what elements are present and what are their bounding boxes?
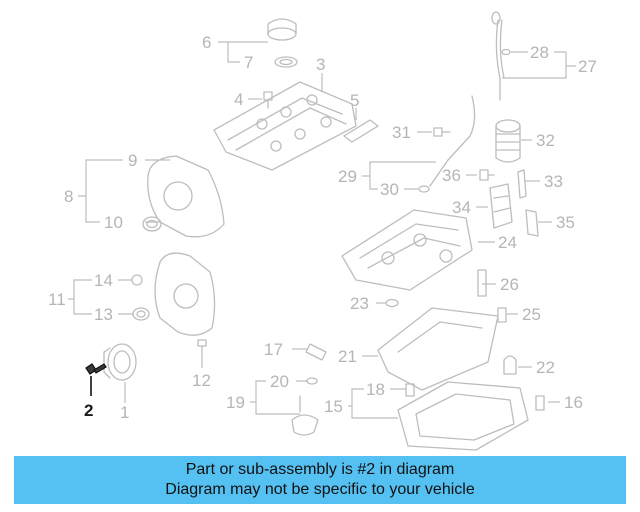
callout-20: 20 xyxy=(270,372,289,391)
leader-lines xyxy=(68,41,576,419)
callout-3: 3 xyxy=(316,55,325,74)
callout-32: 32 xyxy=(536,131,555,150)
callout-18: 18 xyxy=(366,380,385,399)
callout-11: 11 xyxy=(48,290,66,309)
callout-10: 10 xyxy=(104,213,123,232)
callout-7: 7 xyxy=(244,53,253,72)
callout-2: 2 xyxy=(84,401,93,420)
callout-31: 31 xyxy=(392,123,411,142)
callout-6: 6 xyxy=(202,33,211,52)
callout-15: 15 xyxy=(324,397,343,416)
callout-27: 27 xyxy=(578,57,597,76)
callout-13: 13 xyxy=(94,305,113,324)
callout-17: 17 xyxy=(264,340,283,359)
callout-29: 29 xyxy=(338,167,357,186)
callout-1: 1 xyxy=(120,403,129,422)
callout-9: 9 xyxy=(128,151,137,170)
callout-4: 4 xyxy=(234,90,243,109)
callout-36: 36 xyxy=(442,166,461,185)
callout-23: 23 xyxy=(350,294,369,313)
callout-14: 14 xyxy=(94,271,113,290)
callout-21: 21 xyxy=(338,347,357,366)
callout-26: 26 xyxy=(500,275,519,294)
callout-34: 34 xyxy=(452,198,471,217)
callout-30: 30 xyxy=(380,180,399,199)
callout-5: 5 xyxy=(350,91,359,110)
callout-33: 33 xyxy=(544,172,563,191)
banner-line-part: Part or sub-assembly is #2 in diagram xyxy=(185,461,455,478)
callout-8: 8 xyxy=(64,187,73,206)
parts-diagram: 6 7 3 4 5 9 8 10 14 11 13 12 2 1 28 27 3… xyxy=(48,11,597,451)
component-drawings xyxy=(103,11,545,451)
callout-22: 22 xyxy=(536,358,555,377)
callout-19: 19 xyxy=(226,393,245,412)
callout-24: 24 xyxy=(498,233,517,252)
highlighted-part-bolt[interactable] xyxy=(85,363,107,396)
callout-25: 25 xyxy=(522,305,541,324)
callout-28: 28 xyxy=(530,43,549,62)
callout-35: 35 xyxy=(556,213,575,232)
callout-12: 12 xyxy=(192,371,211,390)
callout-16: 16 xyxy=(564,393,583,412)
banner-line-disclaimer: Diagram may not be specific to your vehi… xyxy=(165,481,475,498)
info-banner: Part or sub-assembly is #2 in diagram Di… xyxy=(14,456,626,504)
callout-labels: 6 7 3 4 5 9 8 10 14 11 13 12 2 1 28 27 3… xyxy=(48,33,597,422)
